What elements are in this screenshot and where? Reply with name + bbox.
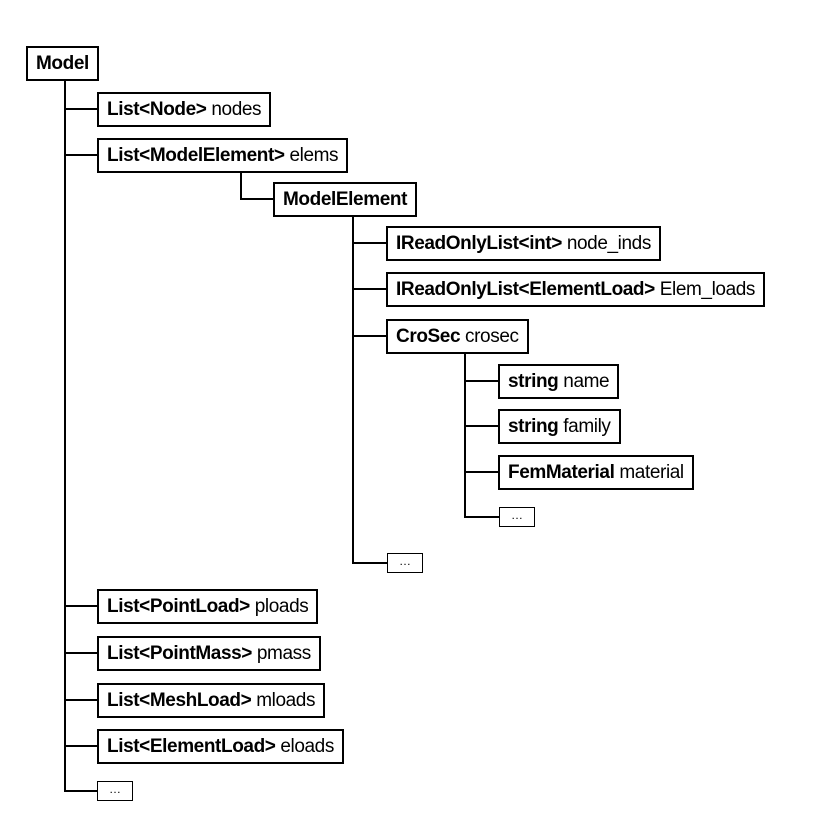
connector-line: [64, 605, 98, 607]
node-model: Model: [26, 46, 99, 81]
node-type: List<PointMass>: [107, 643, 252, 664]
connector-line: [64, 790, 98, 792]
node-modelelement: ModelElement: [273, 182, 417, 217]
connector-line: [352, 242, 387, 244]
node-string-name: string name: [498, 364, 620, 399]
node-crosec-crosec: CroSec crosec: [386, 319, 529, 354]
node-field: elems: [289, 145, 339, 166]
connector-line: [464, 425, 499, 427]
node-list-node-nodes: List<Node> nodes: [97, 92, 272, 127]
node-type: IReadOnlyList<ElementLoad>: [396, 279, 655, 300]
connector-line: [240, 172, 242, 200]
ellipsis-box: …: [499, 507, 535, 527]
node-type: string: [508, 416, 559, 437]
node-list-modelelement-elems: List<ModelElement> elems: [97, 138, 349, 173]
node-type: Model: [36, 53, 89, 74]
connector-line: [352, 562, 387, 564]
node-field: crosec: [465, 326, 519, 347]
node-type: CroSec: [396, 326, 461, 347]
node-field: mloads: [256, 690, 316, 711]
node-type: IReadOnlyList<int>: [396, 233, 562, 254]
node-femmaterial-material: FemMaterial material: [498, 455, 694, 490]
node-type: FemMaterial: [508, 462, 615, 483]
node-field: family: [563, 416, 611, 437]
connector-line: [352, 217, 354, 563]
connector-line: [64, 154, 98, 156]
connector-line: [464, 353, 466, 517]
ellipsis-box: …: [387, 553, 423, 573]
connector-line: [64, 699, 98, 701]
node-field: material: [619, 462, 684, 483]
node-list-pointload-ploads: List<PointLoad> ploads: [97, 589, 319, 624]
node-type: List<ModelElement>: [107, 145, 285, 166]
node-list-meshload-mloads: List<MeshLoad> mloads: [97, 683, 326, 718]
connector-line: [64, 652, 98, 654]
connector-line: [352, 288, 387, 290]
node-type: ModelElement: [283, 189, 407, 210]
connector-line: [464, 471, 499, 473]
ellipsis-box: …: [97, 781, 133, 801]
node-field: nodes: [211, 99, 262, 120]
connector-line: [64, 745, 98, 747]
node-field: pmass: [256, 643, 311, 664]
connector-line: [352, 335, 387, 337]
node-list-pointmass-pmass: List<PointMass> pmass: [97, 636, 321, 671]
node-list-elementload-eloads: List<ElementLoad> eloads: [97, 729, 344, 764]
node-field: node_inds: [566, 233, 651, 254]
node-field: Elem_loads: [659, 279, 756, 300]
connector-line: [240, 198, 274, 200]
node-type: List<MeshLoad>: [107, 690, 252, 711]
connector-line: [64, 81, 66, 791]
connector-line: [464, 380, 499, 382]
node-field: ploads: [254, 596, 309, 617]
connector-line: [64, 108, 98, 110]
node-string-family: string family: [498, 409, 621, 444]
node-field: eloads: [280, 736, 334, 757]
node-type: List<PointLoad>: [107, 596, 250, 617]
node-ireadonlylist-elementload-elem-loads: IReadOnlyList<ElementLoad> Elem_loads: [386, 272, 766, 307]
node-ireadonlylist-int-node-inds: IReadOnlyList<int> node_inds: [386, 226, 661, 261]
node-type: List<ElementLoad>: [107, 736, 276, 757]
node-type: string: [508, 371, 559, 392]
node-type: List<Node>: [107, 99, 207, 120]
node-field: name: [563, 371, 610, 392]
connector-line: [464, 516, 499, 518]
